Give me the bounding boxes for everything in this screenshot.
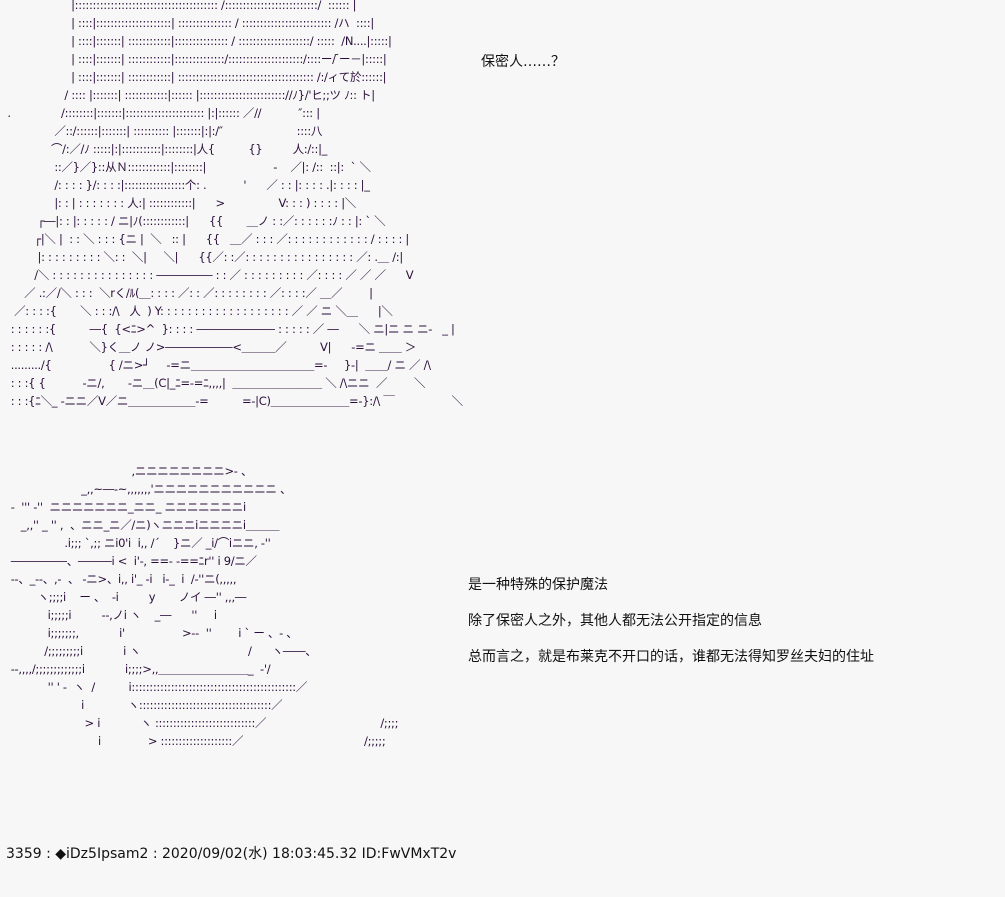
ascii-art-line: ┌―|: : |: : : : : / ニ|ﾉ(::::::::::::| {{… <box>4 214 386 228</box>
ascii-art-line: ／ .:／/＼ : : : ＼rく/ﾙ(＿: : : : ／: : ／: : :… <box>4 286 373 300</box>
ascii-art-line: ／::/::::::|:::::::| :::::::::: |:::::::|… <box>4 124 323 138</box>
ascii-art-line: ::／}／}::从Ｎ::::::::::::|::::::::| - ／|: /… <box>4 160 371 174</box>
ascii-art-line: - ''' -'' ニニニニニニニ_ニニ_ ニニニニニニニi <box>4 500 246 514</box>
ascii-art-line: '' ' - ヽ / i::::::::::::::::::::::::::::… <box>4 680 308 694</box>
ascii-art-line: /: : : : }/: : : :|:::::::::::::::::个: .… <box>4 178 370 192</box>
ascii-art-line: ―――――、―――i < i'-, ==- -==ﾆr'' i 9/ニ／ <box>4 554 257 568</box>
ascii-art-line: : : :{ﾆ＼_ -ニニ／V／ニ＿＿＿＿＿＿-= =-|C)＿＿＿＿＿＿＿=-… <box>4 394 463 408</box>
caption-line-2: 除了保密人之外，其他人都无法公开指定的信息 <box>468 613 762 629</box>
ascii-art-line: ┌|＼ | : : ＼ : : : {ニ | ＼ :: | {{ ＿／ : : … <box>4 232 410 246</box>
ascii-art-line: _,,'' _ '' , 、ニニ_ニ／/ニ)ヽニニニiニニニニi＿＿＿ <box>4 518 280 532</box>
ascii-art-bottom: ,ニニニニニニニニ>- 、 _,,~―-~,,,,,,,'ニニニニニニニニニニニ… <box>4 462 399 750</box>
ascii-art-line: : : : : : :{ ―{ {<ﾆ>^ }: : : : ――――――― :… <box>4 322 455 336</box>
ascii-art-line: /;;;;;;;;;i i ヽ / ヽ――、 <box>4 644 317 658</box>
caption-line-3: 总而言之，就是布莱克不开口的话，谁都无法得知罗丝夫妇的住址 <box>468 649 874 665</box>
ascii-art-line: . /::::::::|:::::::|::::::::::::::::::::… <box>4 106 320 120</box>
ascii-art-top: |:::::::::::::::::::::::::::::::::::::::… <box>4 0 463 410</box>
ascii-art-line: ,ニニニニニニニニ>- 、 <box>4 464 253 478</box>
caption-line-1: 是一种特殊的保护魔法 <box>468 577 608 593</box>
ascii-art-line: | ::::|:::::::| ::::::::::::|:::::::::::… <box>4 52 387 66</box>
ascii-art-line: /＼ : : : : : : : : : : : : : : : ――――― :… <box>4 268 414 282</box>
ascii-art-line: i;;;;;i --,ノi ヽ _― '' i <box>4 608 217 622</box>
ascii-art-line: _,,~―-~,,,,,,,'ニニニニニニニニニニニ 、 <box>4 482 292 496</box>
ascii-art-line: / :::: |:::::::| ::::::::::::|:::::: |::… <box>4 88 375 102</box>
ascii-art-line: : : : : : /\ ＼}く＿ノ ノ>――――――<＿＿＿／ V| -=ニ … <box>4 340 417 354</box>
ascii-art-line: --,,,,/;;;;;;;;;;;;;i i;;;;>,,＿＿＿＿＿＿＿＿_ … <box>4 662 271 676</box>
ascii-art-line: ヽ;;;;i ー 、 -i y ノイ ―'' ,,,― <box>4 590 247 604</box>
ascii-art-line: .i;;; `,;; ニi0'i i,, /´ }ニ／ _i/⌒iニニ, -'' <box>4 536 271 550</box>
ascii-art-line: i > ::::::::::::::::::::／ /;;;;; <box>4 734 386 748</box>
ascii-art-line: |: : : : : : : : : ＼: : ＼| ＼| {{／: :／: :… <box>4 250 404 264</box>
ascii-art-line: --、_--、,- 、 -ニ>、i,, i'_ -i i-_ i /-''ニ(,… <box>4 572 237 586</box>
ascii-art-line: ........./{ { /ニ>┘ -=ニ＿＿＿＿＿＿＿＿＿＿＿=- }-| … <box>4 358 431 372</box>
ascii-art-line: ／: : : :{ ＼ : : :/\ 人 ) Y: : : : : : : :… <box>4 304 393 318</box>
ascii-art-line: | ::::|:::::::| ::::::::::::|:::::::::::… <box>4 34 392 48</box>
ascii-art-line: > i ヽ ::::::::::::::::::::::::::::／ /;;;… <box>4 716 399 730</box>
ascii-art-line: | ::::|:::::::| ::::::::::::| ::::::::::… <box>4 70 387 84</box>
post-footer: 3359 : ◆iDz5Ipsam2 : 2020/09/02(水) 18:03… <box>6 846 457 862</box>
speech-line: 保密人……？ <box>481 54 565 70</box>
ascii-art-line: |:::::::::::::::::::::::::::::::::::::::… <box>4 0 357 12</box>
ascii-art-line: | ::::|:::::::::::::::::::::| ::::::::::… <box>4 16 374 30</box>
ascii-art-line: |: : | : : : : : : : 人:| ::::::::::::| >… <box>4 196 356 210</box>
ascii-art-line: i ヽ:::::::::::::::::::::::::::::::::::::… <box>4 698 283 712</box>
ascii-art-line: : : :{ { -ニ/, -ニ＿(C|_ﾆ=-=ﾆ,,,,| ＿＿＿＿＿＿＿＿… <box>4 376 426 390</box>
ascii-art-line: ⌒/:／/ﾉ :::::|:|:::::::::::|::::::::|人{ {… <box>4 142 328 156</box>
ascii-art-line: i;;;;;;;, i' >-- '' i ` ー 、- 、 <box>4 626 298 640</box>
